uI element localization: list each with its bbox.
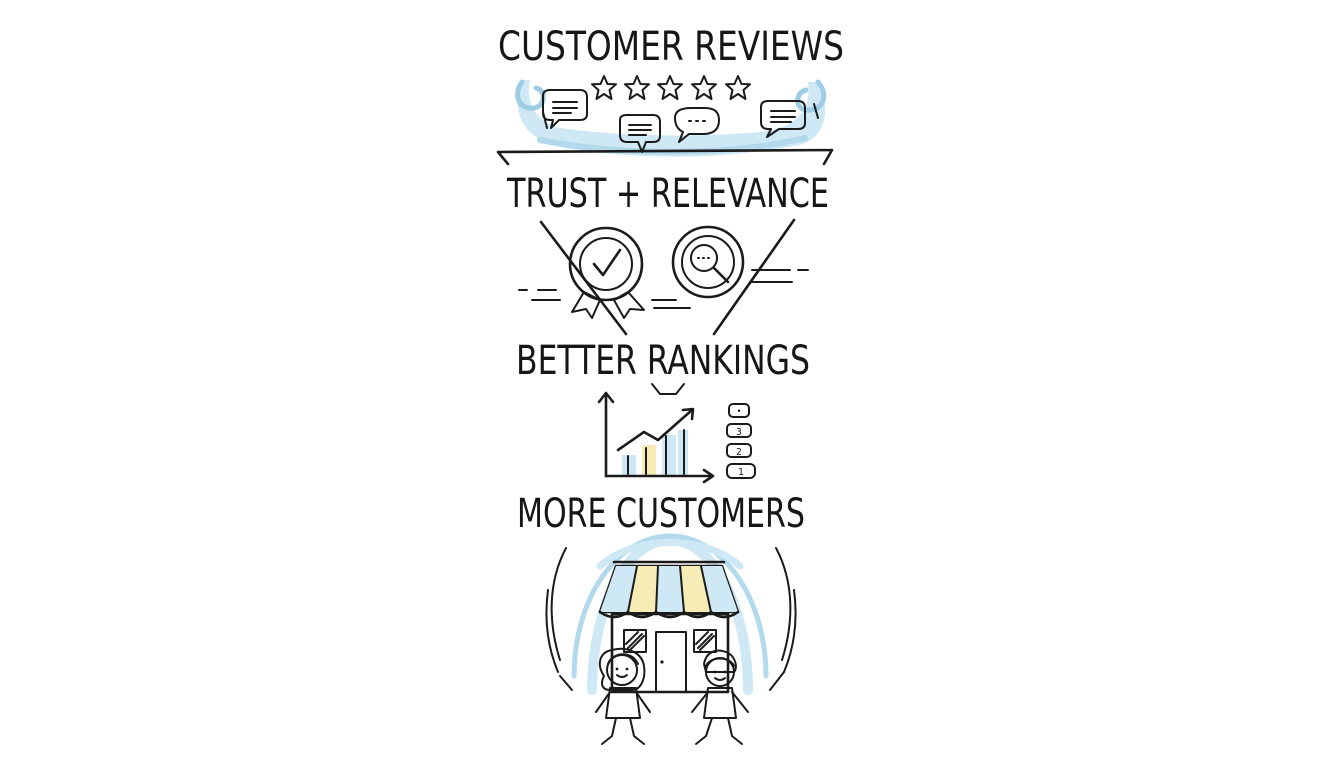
star-rating xyxy=(591,75,751,100)
star-icon xyxy=(624,75,650,100)
rank-badge-icon xyxy=(726,463,756,479)
star-icon xyxy=(591,75,617,100)
funnel-side-right xyxy=(712,218,796,336)
rank-badge-icon xyxy=(728,403,750,418)
funnel-rim xyxy=(496,148,834,166)
rank-badge-stack: • 3 2 1 xyxy=(726,403,756,479)
speech-bubble-icon xyxy=(760,100,806,138)
stage-label-customer-reviews: CUSTOMER REVIEWS xyxy=(498,24,844,70)
rank-badge-icon xyxy=(726,423,752,438)
rank-badge-label: 2 xyxy=(736,447,742,458)
motion-marks xyxy=(542,103,819,129)
star-icon xyxy=(657,75,683,100)
speed-lines xyxy=(518,269,809,309)
stage-label-better-rankings: BETTER RANKINGS xyxy=(516,338,810,384)
stage-label-trust-relevance: TRUST + RELEVANCE xyxy=(506,171,829,217)
customer-figure-icon xyxy=(691,649,749,745)
speech-bubble-icon xyxy=(674,107,720,143)
stage-label-more-customers: MORE CUSTOMERS xyxy=(517,491,805,537)
star-icon xyxy=(691,75,717,100)
attraction-rings xyxy=(545,533,797,695)
rank-badge-label: • xyxy=(737,407,742,417)
rank-badge-label: 3 xyxy=(736,427,742,438)
speech-bubble-icon xyxy=(619,114,661,153)
rank-badge-icon xyxy=(726,443,752,458)
growth-chart-icon xyxy=(597,391,715,484)
review-cloud-banner xyxy=(515,79,827,157)
customer-figure-icon xyxy=(595,647,651,745)
magnifier-icon xyxy=(671,225,745,299)
speech-bubble-icon xyxy=(542,89,588,129)
award-ribbon-check-icon xyxy=(568,226,645,319)
star-icon xyxy=(725,75,751,100)
rank-badge-label: 1 xyxy=(738,467,744,478)
funnel-neck xyxy=(651,383,685,395)
storefront-icon xyxy=(598,560,740,694)
